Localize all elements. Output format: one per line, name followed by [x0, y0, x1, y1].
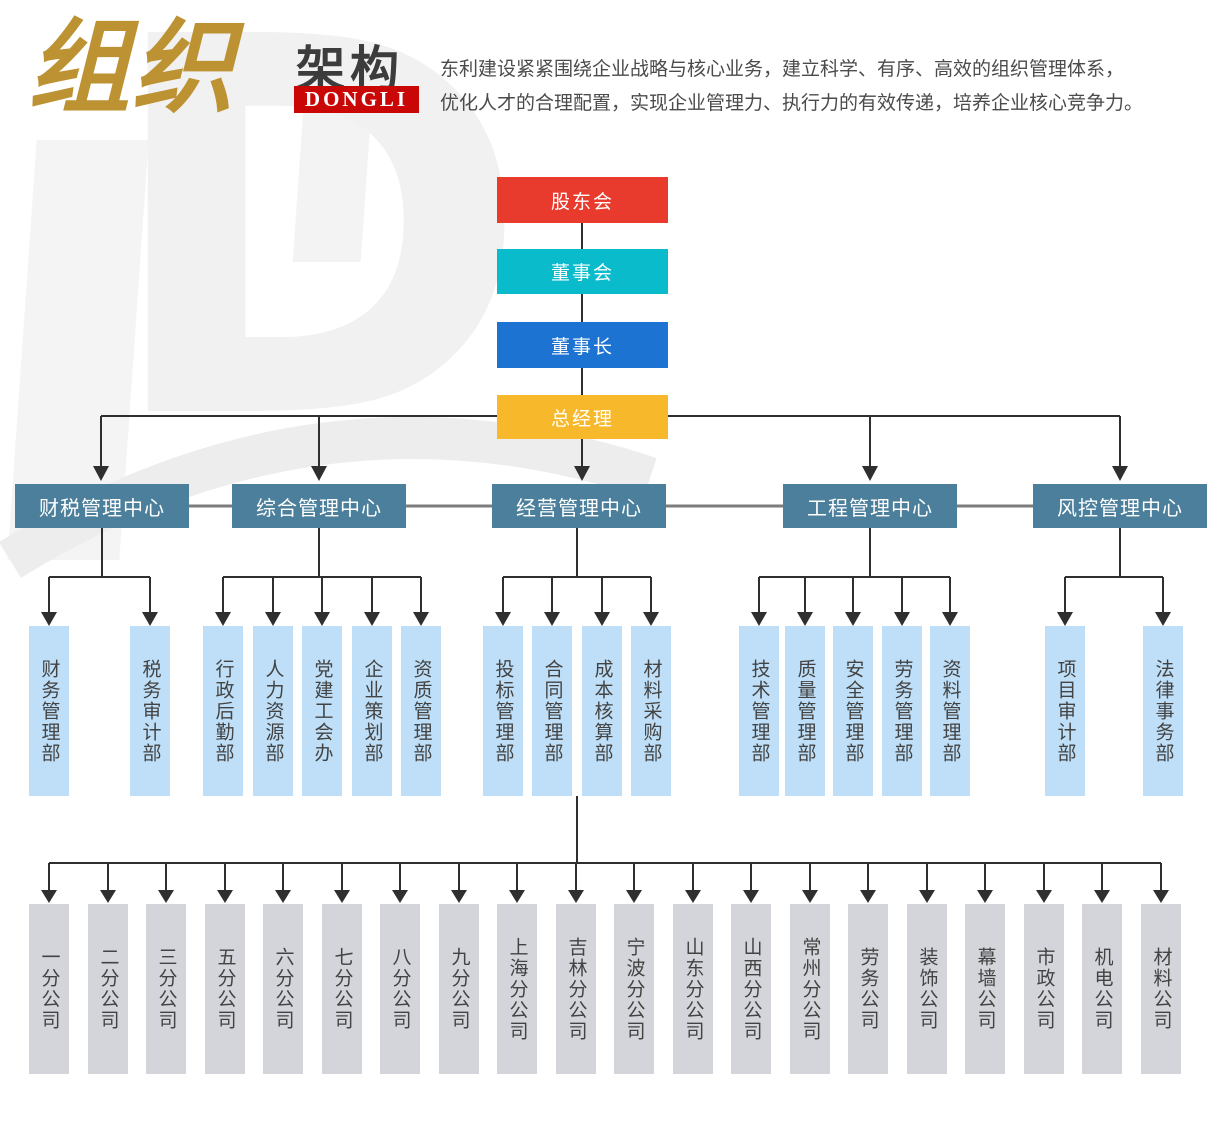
node-center-operations: 经营管理中心	[492, 484, 666, 528]
node-department: 安全管理部	[833, 626, 873, 796]
node-company: 山东分公司	[673, 904, 713, 1074]
node-department: 成本核算部	[582, 626, 622, 796]
node-company: 上海分公司	[497, 904, 537, 1074]
node-department: 人力资源部	[253, 626, 293, 796]
node-company: 宁波分公司	[614, 904, 654, 1074]
node-company: 八分公司	[380, 904, 420, 1074]
node-company: 材料公司	[1141, 904, 1181, 1074]
node-department: 材料采购部	[631, 626, 671, 796]
node-company: 幕墙公司	[965, 904, 1005, 1074]
node-department: 法律事务部	[1143, 626, 1183, 796]
node-company: 常州分公司	[790, 904, 830, 1074]
node-center-risk-control: 风控管理中心	[1033, 484, 1207, 528]
node-company: 吉林分公司	[556, 904, 596, 1074]
node-company: 山西分公司	[731, 904, 771, 1074]
node-department: 技术管理部	[739, 626, 779, 796]
node-company: 一分公司	[29, 904, 69, 1074]
node-department: 资质管理部	[401, 626, 441, 796]
node-company: 六分公司	[263, 904, 303, 1074]
node-chairman: 董事长	[497, 322, 668, 368]
node-department: 行政后勤部	[203, 626, 243, 796]
node-company: 五分公司	[205, 904, 245, 1074]
node-department: 企业策划部	[352, 626, 392, 796]
node-company: 九分公司	[439, 904, 479, 1074]
node-center-general-admin: 综合管理中心	[232, 484, 406, 528]
intro-line-2: 优化人才的合理配置，实现企业管理力、执行力的有效传递，培养企业核心竞争力。	[440, 93, 1144, 114]
node-company: 三分公司	[146, 904, 186, 1074]
node-department: 税务审计部	[130, 626, 170, 796]
logo-brand-badge: DONGLI	[294, 86, 419, 113]
node-department: 质量管理部	[785, 626, 825, 796]
node-company: 机电公司	[1082, 904, 1122, 1074]
node-department: 党建工会办	[302, 626, 342, 796]
intro-line-1: 东利建设紧紧围绕企业战略与核心业务，建立科学、有序、高效的组织管理体系，	[440, 59, 1125, 80]
node-center-finance-tax: 财税管理中心	[15, 484, 189, 528]
node-department: 财务管理部	[29, 626, 69, 796]
node-company: 装饰公司	[907, 904, 947, 1074]
node-department: 劳务管理部	[882, 626, 922, 796]
node-department: 资料管理部	[930, 626, 970, 796]
node-company: 二分公司	[88, 904, 128, 1074]
node-general-manager: 总经理	[497, 395, 668, 439]
node-company: 七分公司	[322, 904, 362, 1074]
node-company: 市政公司	[1024, 904, 1064, 1074]
node-department: 合同管理部	[532, 626, 572, 796]
intro-paragraph: 东利建设紧紧围绕企业战略与核心业务，建立科学、有序、高效的组织管理体系， 优化人…	[440, 53, 1152, 121]
node-center-engineering: 工程管理中心	[783, 484, 957, 528]
node-department: 项目审计部	[1045, 626, 1085, 796]
node-shareholders-meeting: 股东会	[497, 177, 668, 223]
node-company: 劳务公司	[848, 904, 888, 1074]
node-department: 投标管理部	[483, 626, 523, 796]
logo-title-calligraphy: 组织	[28, 8, 236, 128]
node-board-of-directors: 董事会	[497, 249, 668, 294]
